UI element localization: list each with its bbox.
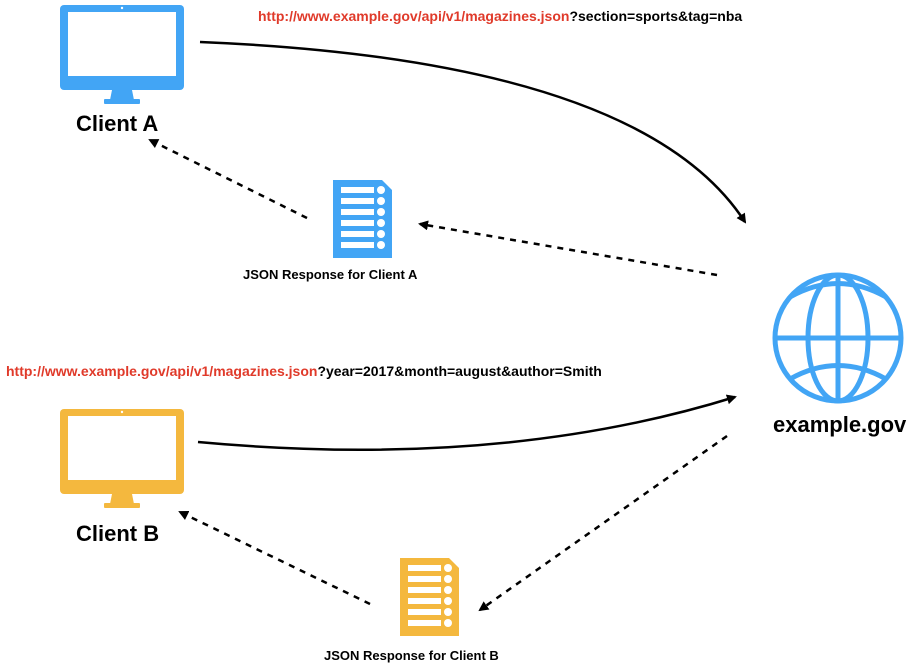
response-arrow-a-server — [418, 220, 718, 277]
response-arrow-a-client — [148, 138, 308, 220]
response-arrow-b-client — [178, 510, 371, 606]
json-document-icon-b — [400, 558, 459, 636]
globe-icon — [772, 272, 904, 404]
request-arrow-a — [199, 40, 747, 224]
response-arrow-b-server — [478, 434, 728, 612]
request-url-b: http://www.example.gov/api/v1/magazines.… — [6, 363, 602, 379]
response-label-b: JSON Response for Client B — [324, 648, 499, 663]
monitor-icon-client-b — [60, 409, 184, 508]
client-b-label: Client B — [76, 521, 160, 546]
monitor-icon-client-a — [60, 5, 184, 104]
url-query-a: ?section=sports&tag=nba — [569, 8, 743, 24]
request-url-a: http://www.example.gov/api/v1/magazines.… — [258, 8, 742, 24]
request-arrow-b — [197, 394, 737, 451]
url-base-a: http://www.example.gov/api/v1/magazines.… — [258, 8, 570, 24]
json-document-icon-a — [333, 180, 392, 258]
url-query-b: ?year=2017&month=august&author=Smith — [317, 363, 602, 379]
response-label-a: JSON Response for Client A — [243, 267, 418, 282]
client-a-label: Client A — [76, 111, 159, 136]
url-base-b: http://www.example.gov/api/v1/magazines.… — [6, 363, 318, 379]
server-label: example.gov — [773, 412, 907, 437]
